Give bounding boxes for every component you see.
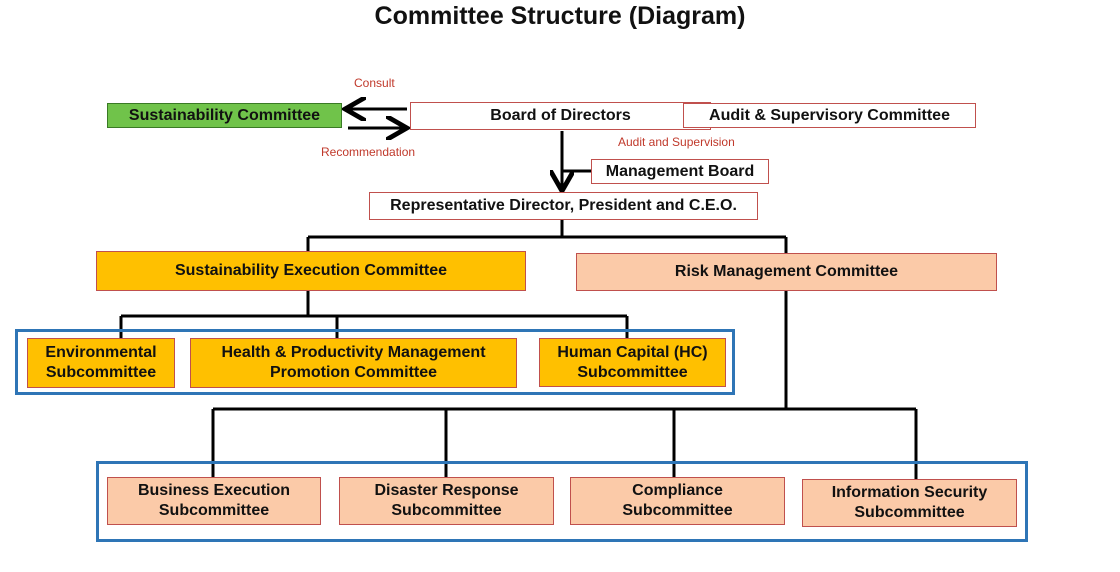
information-security-subcommittee-line1: Information Security	[831, 484, 988, 501]
page-title: Committee Structure (Diagram)	[374, 2, 746, 30]
risk-management-committee-box: Risk Management Committee	[576, 253, 997, 291]
health-productivity-committee-line1: Health & Productivity Management	[221, 344, 486, 361]
risk-management-committee-label: Risk Management Committee	[674, 263, 899, 280]
disaster-response-subcommittee-line1: Disaster Response	[374, 482, 519, 499]
representative-director-label: Representative Director, President and C…	[390, 197, 737, 214]
business-execution-subcommittee-line2: Subcommittee	[158, 502, 270, 519]
recommendation-label: Recommendation	[321, 145, 416, 159]
disaster-response-subcommittee-line2: Subcommittee	[391, 502, 502, 519]
human-capital-subcommittee-line1: Human Capital (HC)	[557, 343, 708, 361]
compliance-subcommittee-line2: Subcommittee	[622, 502, 733, 519]
health-productivity-committee-box: Health & Productivity Management Promoti…	[190, 338, 517, 388]
representative-director-box: Representative Director, President and C…	[369, 192, 758, 220]
consult-label: Consult	[354, 76, 395, 90]
compliance-subcommittee-line1: Compliance	[632, 482, 723, 499]
compliance-subcommittee-box: Compliance Subcommittee	[570, 477, 785, 525]
health-productivity-committee-line2: Promotion Committee	[269, 364, 438, 381]
environmental-subcommittee-line2: Subcommittee	[45, 364, 157, 381]
business-execution-subcommittee-box: Business Execution Subcommittee	[107, 477, 321, 525]
board-of-directors-box: Board of Directors	[410, 102, 711, 130]
audit-supervisory-committee-label: Audit & Supervisory Committee	[709, 106, 950, 124]
risk-subcommittee-group	[96, 461, 1028, 542]
management-board-box: Management Board	[591, 159, 769, 184]
environmental-subcommittee-line1: Environmental	[45, 344, 157, 361]
information-security-subcommittee-line2: Subcommittee	[854, 504, 965, 521]
sustainability-committee-box: Sustainability Committee	[107, 103, 342, 128]
information-security-subcommittee-box: Information Security Subcommittee	[802, 479, 1017, 527]
management-board-label: Management Board	[605, 162, 755, 180]
disaster-response-subcommittee-box: Disaster Response Subcommittee	[339, 477, 554, 525]
sustainability-subcommittee-group	[15, 329, 735, 395]
sustainability-execution-committee-box: Sustainability Execution Committee	[96, 251, 526, 291]
board-of-directors-label: Board of Directors	[490, 107, 631, 124]
environmental-subcommittee-box: Environmental Subcommittee	[27, 338, 175, 388]
audit-supervision-label: Audit and Supervision	[618, 135, 735, 149]
human-capital-subcommittee-line2: Subcommittee	[577, 363, 688, 381]
sustainability-committee-label: Sustainability Committee	[128, 106, 321, 124]
audit-supervisory-committee-box: Audit & Supervisory Committee	[683, 103, 976, 128]
business-execution-subcommittee-line1: Business Execution	[137, 482, 291, 499]
sustainability-execution-committee-label: Sustainability Execution Committee	[174, 262, 448, 279]
human-capital-subcommittee-box: Human Capital (HC) Subcommittee	[539, 338, 726, 387]
